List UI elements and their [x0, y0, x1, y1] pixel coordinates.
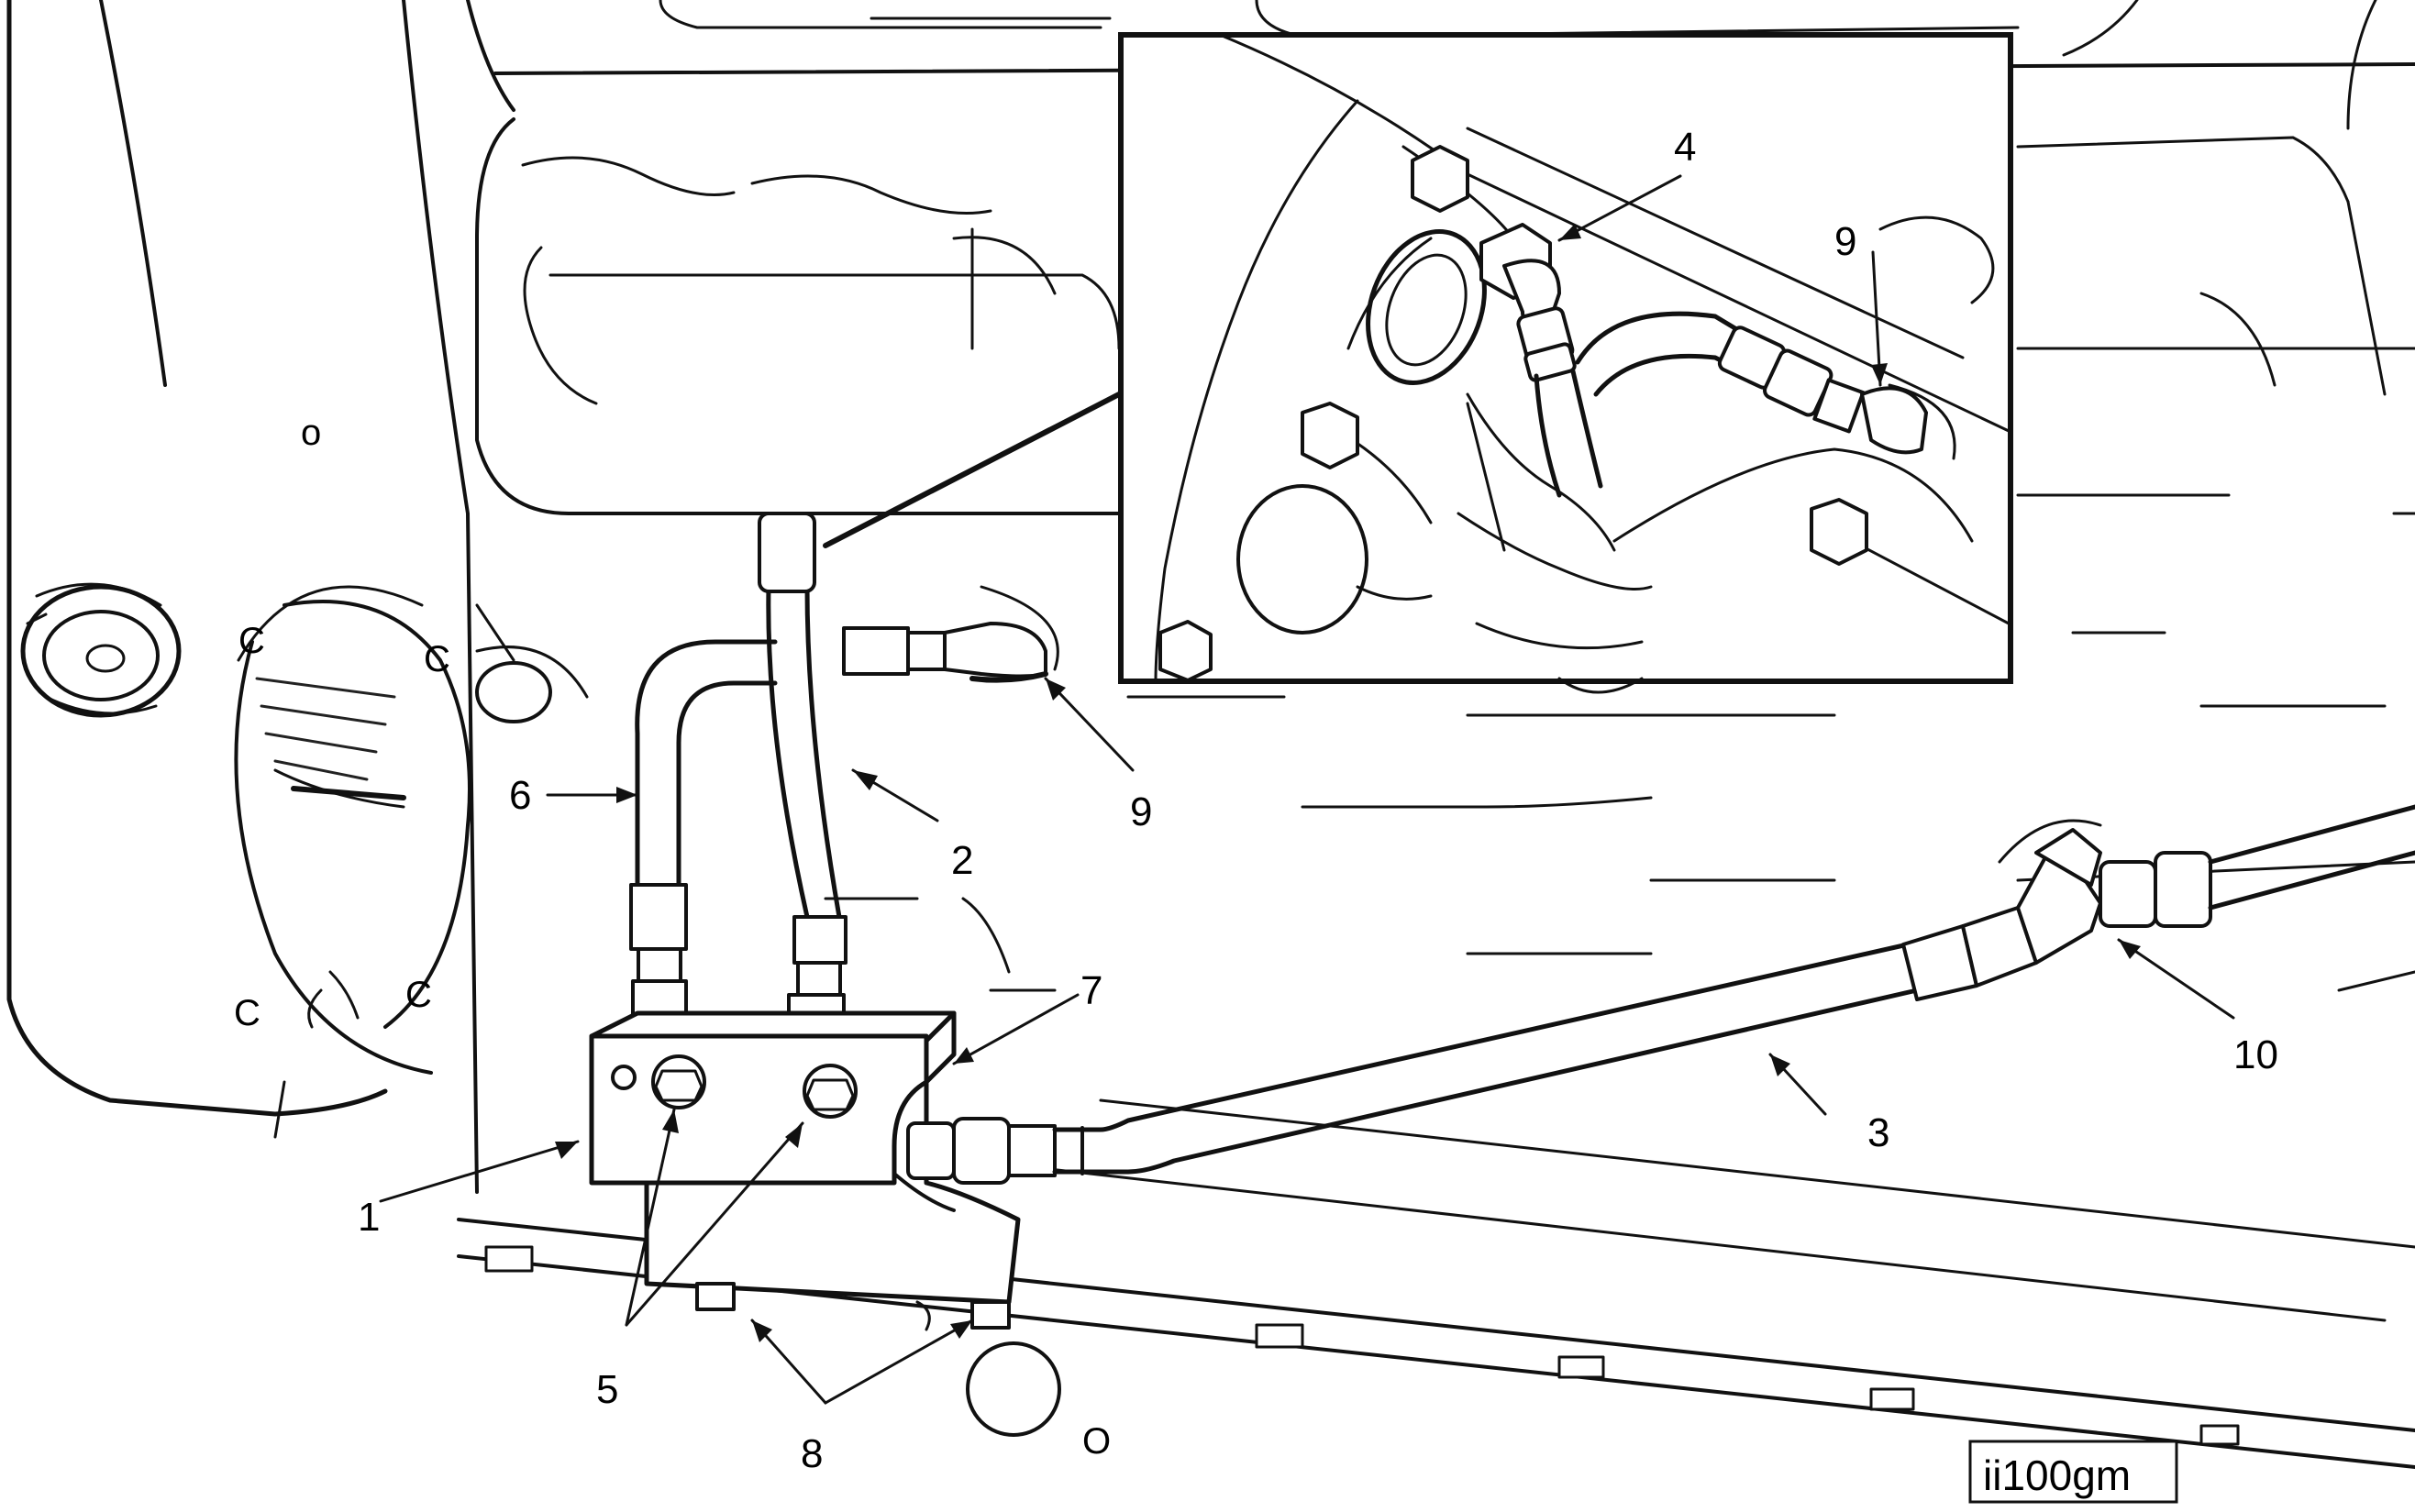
- breather-cap: [20, 582, 182, 718]
- callout-10: 10: [2233, 1032, 2278, 1077]
- mark-o-upper: o: [301, 413, 321, 453]
- callout-6: 6: [509, 773, 531, 818]
- fitting-9-upper: [1812, 378, 1956, 460]
- fitting-10: [1901, 804, 2415, 1001]
- inset-bolts: [1158, 145, 1868, 682]
- callout-2: 2: [951, 838, 973, 883]
- mark-c-4: C: [405, 975, 432, 1015]
- callout-3: 3: [1867, 1110, 1889, 1155]
- flywheel-cover: [234, 585, 589, 1139]
- mark-c-1: C: [238, 621, 265, 661]
- callout-8: 8: [801, 1431, 823, 1476]
- inset-port: [1366, 229, 1487, 385]
- drawing-marks: o O C C C C: [234, 413, 1111, 1462]
- callout-9-upper: 9: [1834, 219, 1856, 264]
- inset-hose: [1575, 311, 1833, 417]
- callout-1: 1: [358, 1195, 380, 1240]
- bolt-5-right: [803, 1064, 858, 1119]
- hose-6: [629, 639, 778, 1024]
- drain-plug: [966, 1341, 1061, 1437]
- fitting-9-lower: [842, 585, 1059, 683]
- inset-plug: [1236, 484, 1368, 635]
- mark-c-2: C: [424, 639, 450, 679]
- figure-id-box: ii100gm: [1968, 1440, 2178, 1504]
- hose-2: [758, 512, 847, 1038]
- inset-pointer: [823, 392, 1122, 548]
- mark-o-lower: O: [1082, 1421, 1111, 1462]
- callout-7: 7: [1080, 968, 1102, 1013]
- mark-c-3: C: [234, 993, 260, 1033]
- fitting-4: [1479, 223, 1603, 498]
- callout-9-lower: 9: [1130, 789, 1152, 834]
- callout-5: 5: [596, 1367, 618, 1412]
- tube-3: [906, 942, 1920, 1185]
- bolt-5-left: [651, 1054, 706, 1109]
- inset-detail: [1118, 32, 2013, 694]
- figure-id: ii100gm: [1983, 1451, 2131, 1499]
- manifold-block-1: [589, 1010, 957, 1186]
- callout-4: 4: [1674, 125, 1696, 170]
- callout-labels: 1 2 3 4 5 6 7 8 9 9 10: [358, 125, 2278, 1476]
- callout-leaders: [379, 174, 2235, 1405]
